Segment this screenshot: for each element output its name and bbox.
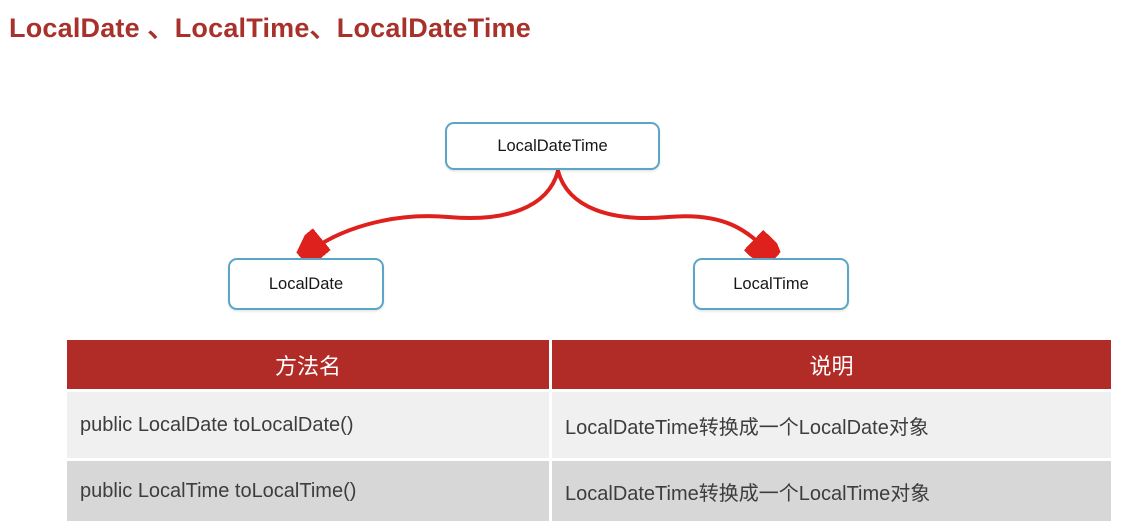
table-header-method: 方法名 [67, 340, 549, 389]
arrow-to-localdate-icon [307, 169, 560, 254]
methods-table: 方法名 说明 public LocalDate toLocalDate() Lo… [67, 340, 1111, 521]
node-localtime-label: LocalTime [733, 274, 809, 293]
table-cell-method-2: public LocalTime toLocalTime() [67, 461, 549, 521]
node-localdate: LocalDate [228, 258, 384, 310]
node-localdatetime-label: LocalDateTime [497, 136, 608, 155]
node-localdatetime: LocalDateTime [445, 122, 660, 170]
table-cell-description-2: LocalDateTime转换成一个LocalTime对象 [552, 461, 1111, 521]
node-localtime: LocalTime [693, 258, 849, 310]
node-localdate-label: LocalDate [268, 274, 344, 293]
table-cell-description-1: LocalDateTime转换成一个LocalDate对象 [552, 392, 1111, 458]
arrow-to-localtime-icon [556, 169, 770, 253]
table-cell-method-1: public LocalDate toLocalDate() [67, 392, 549, 458]
page-title: LocalDate 、LocalTime、LocalDateTime [9, 13, 531, 43]
table-header-description: 说明 [552, 340, 1111, 389]
